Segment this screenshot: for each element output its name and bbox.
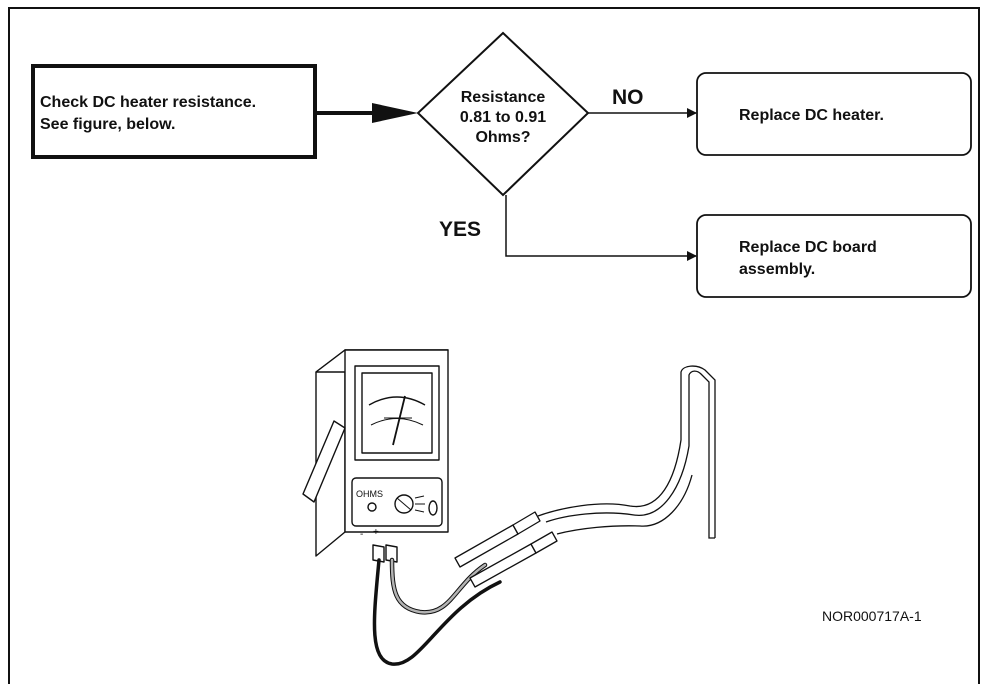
meter-range-pointer bbox=[396, 497, 412, 511]
no-branch: NO Replace DC heater. bbox=[588, 72, 972, 156]
test-probes bbox=[454, 511, 558, 588]
yes-branch: YES Replace DC board assembly. bbox=[439, 195, 972, 298]
probe-1-tip bbox=[512, 511, 541, 535]
meter-zero-screw bbox=[428, 500, 438, 516]
yes-label: YES bbox=[439, 218, 481, 241]
heater-wire-lower bbox=[556, 474, 693, 535]
meter-needle bbox=[392, 395, 406, 446]
arrow-to-decision bbox=[315, 103, 418, 123]
meter-plus-sign: + bbox=[373, 527, 379, 538]
meter-red-plug bbox=[385, 544, 398, 563]
meter-scale-arc bbox=[368, 396, 426, 406]
meter-handle bbox=[302, 420, 346, 503]
ohmmeter-illustration: OHMS - + bbox=[302, 349, 449, 563]
meter-minus-sign: - bbox=[360, 529, 363, 540]
yes-action-line1: Replace DC board bbox=[739, 239, 877, 256]
meter-ohms-label: OHMS bbox=[356, 489, 383, 499]
decision-shape bbox=[416, 31, 590, 197]
page-frame bbox=[8, 7, 980, 684]
grey-lead bbox=[390, 558, 487, 614]
heater-wire-outer bbox=[537, 365, 716, 538]
heater-wire-inner bbox=[545, 370, 715, 539]
decision-line3: Ohms? bbox=[475, 129, 530, 146]
start-box-border bbox=[31, 64, 317, 159]
no-label: NO bbox=[612, 86, 644, 109]
meter-range-marks bbox=[414, 495, 425, 513]
yes-arrow bbox=[505, 195, 697, 261]
test-leads bbox=[372, 557, 502, 666]
figure-id: NOR000717A-1 bbox=[822, 608, 922, 624]
decision-diamond: Resistance 0.81 to 0.91 Ohms? bbox=[416, 31, 590, 197]
decision-line2: 0.81 to 0.91 bbox=[460, 109, 546, 126]
decision-line1: Resistance bbox=[461, 89, 546, 106]
yes-action-box bbox=[696, 214, 972, 298]
probe-2-tip bbox=[530, 531, 558, 554]
start-box: Check DC heater resistance. See figure, … bbox=[31, 64, 317, 159]
start-box-line1: Check DC heater resistance. bbox=[40, 94, 256, 111]
black-lead bbox=[372, 558, 502, 666]
grey-lead-outline bbox=[389, 557, 488, 615]
meter-adjust-knob bbox=[367, 502, 377, 512]
yes-action-line2: assembly. bbox=[739, 261, 815, 278]
meter-black-plug bbox=[372, 544, 385, 563]
meter-dial-window bbox=[361, 372, 433, 454]
start-box-line2: See figure, below. bbox=[40, 116, 175, 133]
no-action-box bbox=[696, 72, 972, 156]
no-action-text: Replace DC heater. bbox=[739, 107, 884, 124]
dc-heater-element bbox=[537, 365, 716, 539]
